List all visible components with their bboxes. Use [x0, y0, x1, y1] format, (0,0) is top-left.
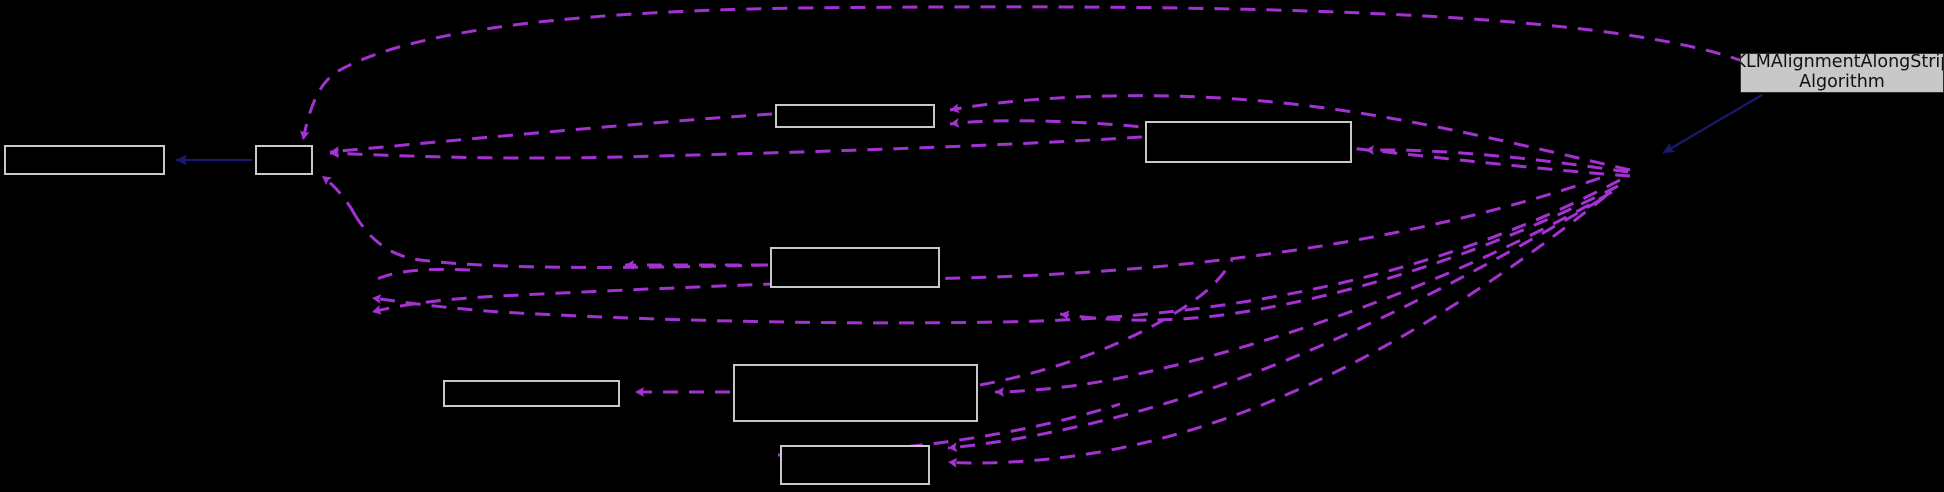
node-5[interactable]	[770, 247, 940, 288]
edge-dashed-5	[371, 176, 1601, 315]
node-4[interactable]	[1145, 121, 1352, 163]
edge-dashed-7	[949, 94, 1631, 172]
node-3[interactable]	[775, 104, 935, 128]
focus-node-label: EKLMAlignmentAlongStrips Algorithm	[1741, 53, 1943, 92]
node-1[interactable]	[4, 145, 165, 175]
edge-inherit-focus	[1662, 94, 1763, 154]
edge-dashed-15	[371, 267, 471, 284]
focus-node[interactable]: EKLMAlignmentAlongStrips Algorithm	[1740, 53, 1944, 93]
node-2[interactable]	[255, 145, 313, 175]
node-8[interactable]	[780, 445, 930, 485]
edge-dashed-4	[371, 178, 1621, 325]
edge-dashed-13	[979, 259, 1234, 387]
edge-dashed-9	[1059, 184, 1619, 322]
node-6[interactable]	[443, 380, 620, 407]
edge-dashed-top	[299, 5, 1746, 141]
edge-dashed-11	[947, 194, 1607, 468]
edge-dashed-11b	[947, 198, 1601, 453]
edge-dashed-3	[321, 174, 769, 269]
edge-dashed-8	[1365, 145, 1629, 174]
edge-dashed-1	[329, 112, 773, 157]
node-7[interactable]	[733, 364, 978, 422]
edge-dashed-10	[994, 190, 1613, 397]
